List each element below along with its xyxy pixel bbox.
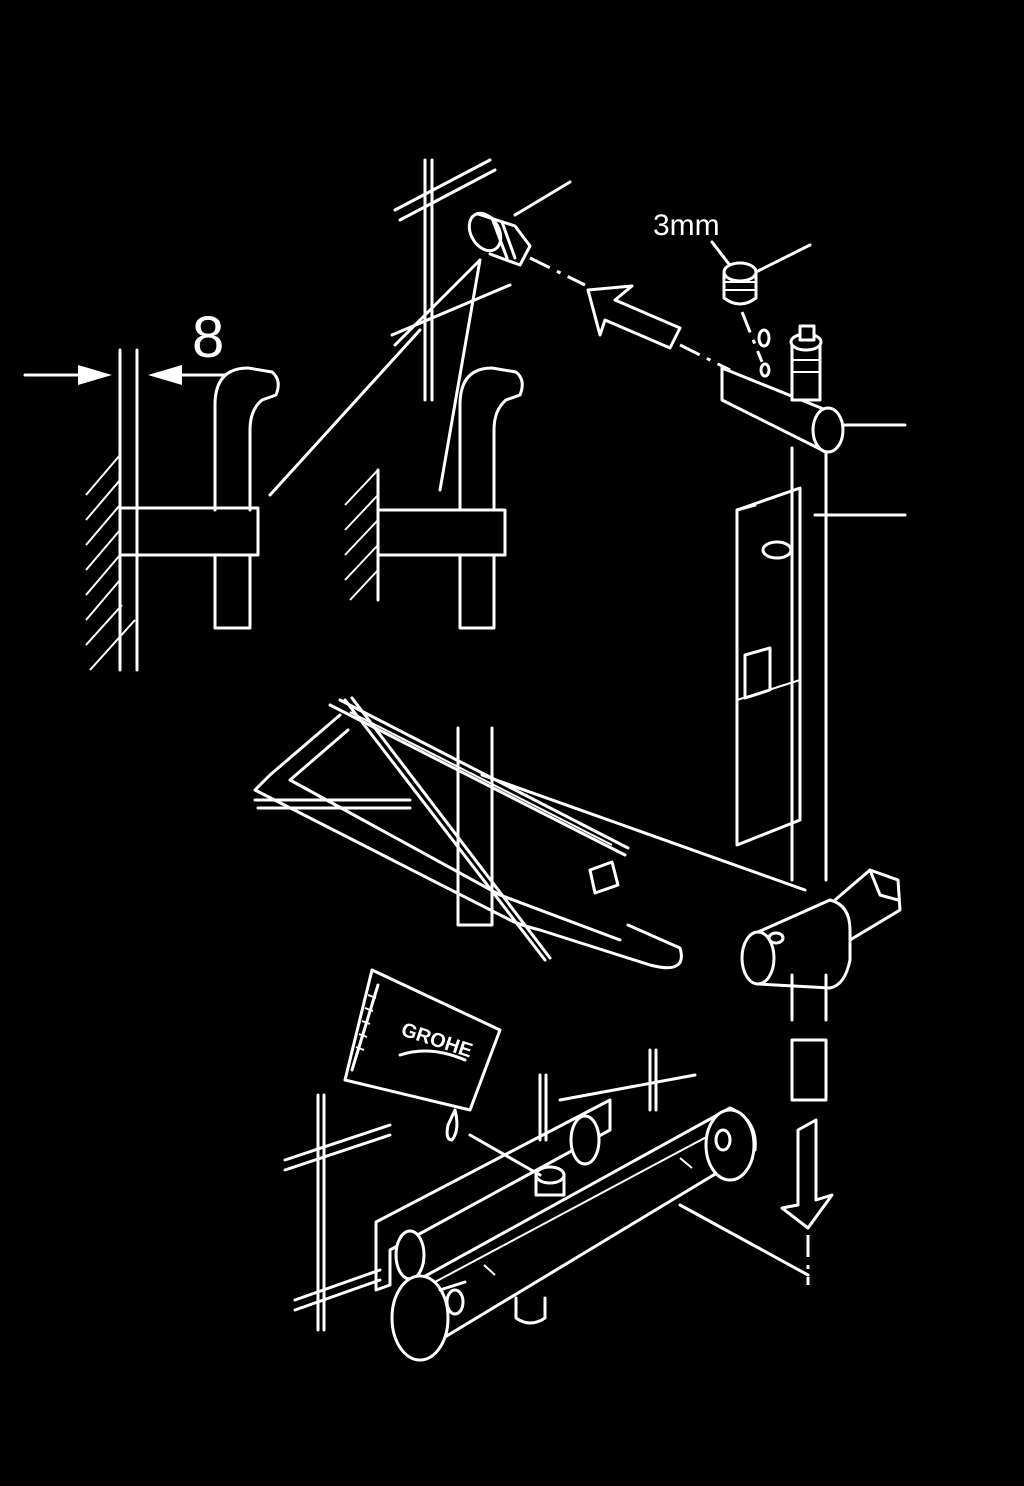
wall-hatching-2 (344, 468, 380, 602)
hacksaw (253, 696, 683, 970)
grub-screw (710, 240, 812, 378)
rail-tray (735, 486, 802, 847)
slider-holder (740, 868, 902, 990)
brand-label: GROHE (398, 1019, 475, 1063)
distance-label: 8 (192, 305, 224, 370)
insert-arrow (586, 284, 682, 350)
thermostat-mixer (374, 1098, 810, 1362)
down-arrow (780, 1118, 834, 1285)
wall-distance-detail: 8 (23, 305, 422, 672)
wall-plug (467, 180, 586, 287)
wall-hatching (85, 454, 136, 671)
tile-grid-bottom (283, 1048, 697, 1332)
tile-grid-top (390, 158, 512, 402)
bracket-detail (344, 158, 524, 630)
grease-tube: GROHE (343, 968, 502, 1142)
slide-rail (790, 446, 907, 1102)
hex-key-label: 3mm (653, 209, 720, 242)
cut-rail-section (456, 726, 807, 927)
rail-end-cap (720, 324, 907, 454)
wall-bracket (120, 328, 422, 630)
dimension-arrows (23, 348, 227, 672)
axis-line-top (679, 343, 731, 372)
